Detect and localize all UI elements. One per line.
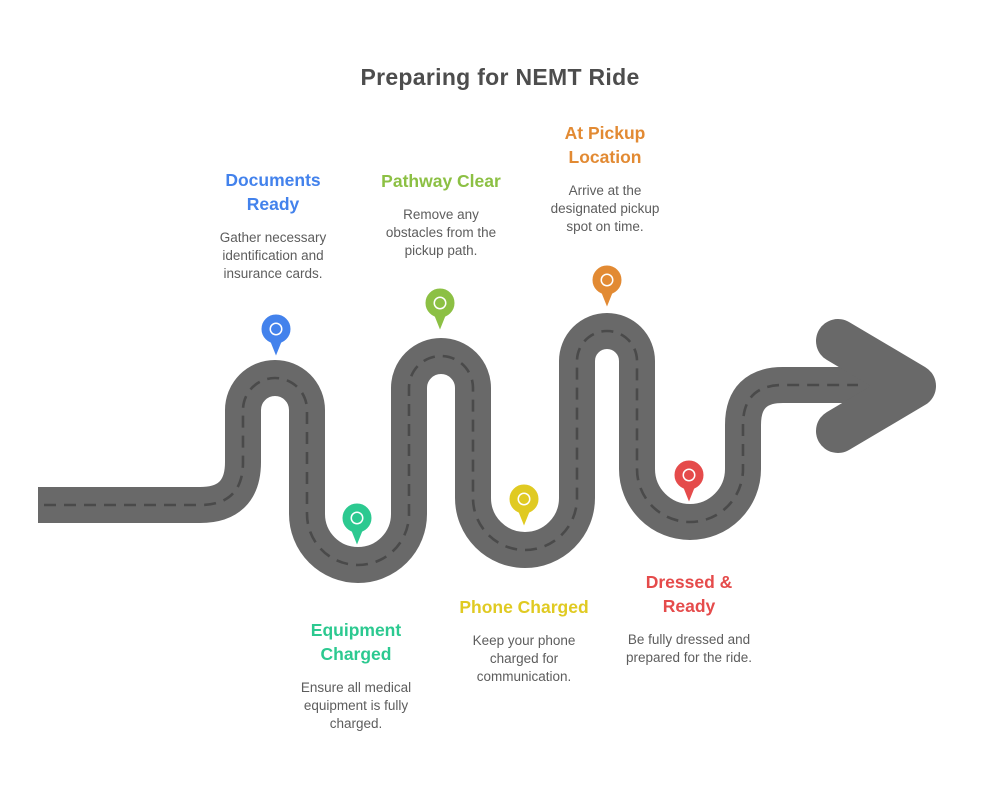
location-pin-icon-dressed xyxy=(674,460,704,502)
step-description: Ensure all medical equipment is fully ch… xyxy=(300,680,412,731)
step-at-pickup-location: At Pickup Location Arrive at the designa… xyxy=(525,121,685,236)
location-pin-icon-phone xyxy=(509,484,539,526)
step-documents-ready: Documents Ready Gather necessary identif… xyxy=(198,168,348,283)
location-pin-icon-equipment xyxy=(342,503,372,545)
location-pin-icon-pathway xyxy=(425,288,455,330)
pin-dot xyxy=(435,298,445,308)
arrow-right-icon xyxy=(816,319,936,453)
pin-dot xyxy=(602,275,612,285)
step-title: Documents Ready xyxy=(225,170,321,214)
step-description: Be fully dressed and prepared for the ri… xyxy=(625,632,753,665)
pin-dot xyxy=(352,513,362,523)
pin-dot xyxy=(271,324,281,334)
step-dressed-and-ready: Dressed & Ready Be fully dressed and pre… xyxy=(604,570,774,667)
step-pathway-clear: Pathway Clear Remove any obstacles from … xyxy=(361,169,521,260)
step-description: Remove any obstacles from the pickup pat… xyxy=(385,207,497,258)
step-phone-charged: Phone Charged Keep your phone charged fo… xyxy=(439,595,609,686)
step-title: Phone Charged xyxy=(459,597,589,617)
step-title: At Pickup Location xyxy=(564,123,646,167)
step-title: Pathway Clear xyxy=(381,171,501,191)
road-center-dashes xyxy=(44,329,858,567)
step-title: Dressed & Ready xyxy=(645,572,733,616)
step-description: Gather necessary identification and insu… xyxy=(219,230,327,281)
location-pin-icon-pickup xyxy=(592,265,622,307)
step-description: Keep your phone charged for communicatio… xyxy=(472,633,576,684)
page-title: Preparing for NEMT Ride xyxy=(360,64,640,90)
pin-dot xyxy=(519,494,529,504)
location-pin-icon-documents xyxy=(261,314,291,356)
step-description: Arrive at the designated pickup spot on … xyxy=(550,183,660,234)
pin-dot xyxy=(684,470,694,480)
step-equipment-charged: Equipment Charged Ensure all medical equ… xyxy=(276,618,436,733)
step-title: Equipment Charged xyxy=(310,620,402,664)
